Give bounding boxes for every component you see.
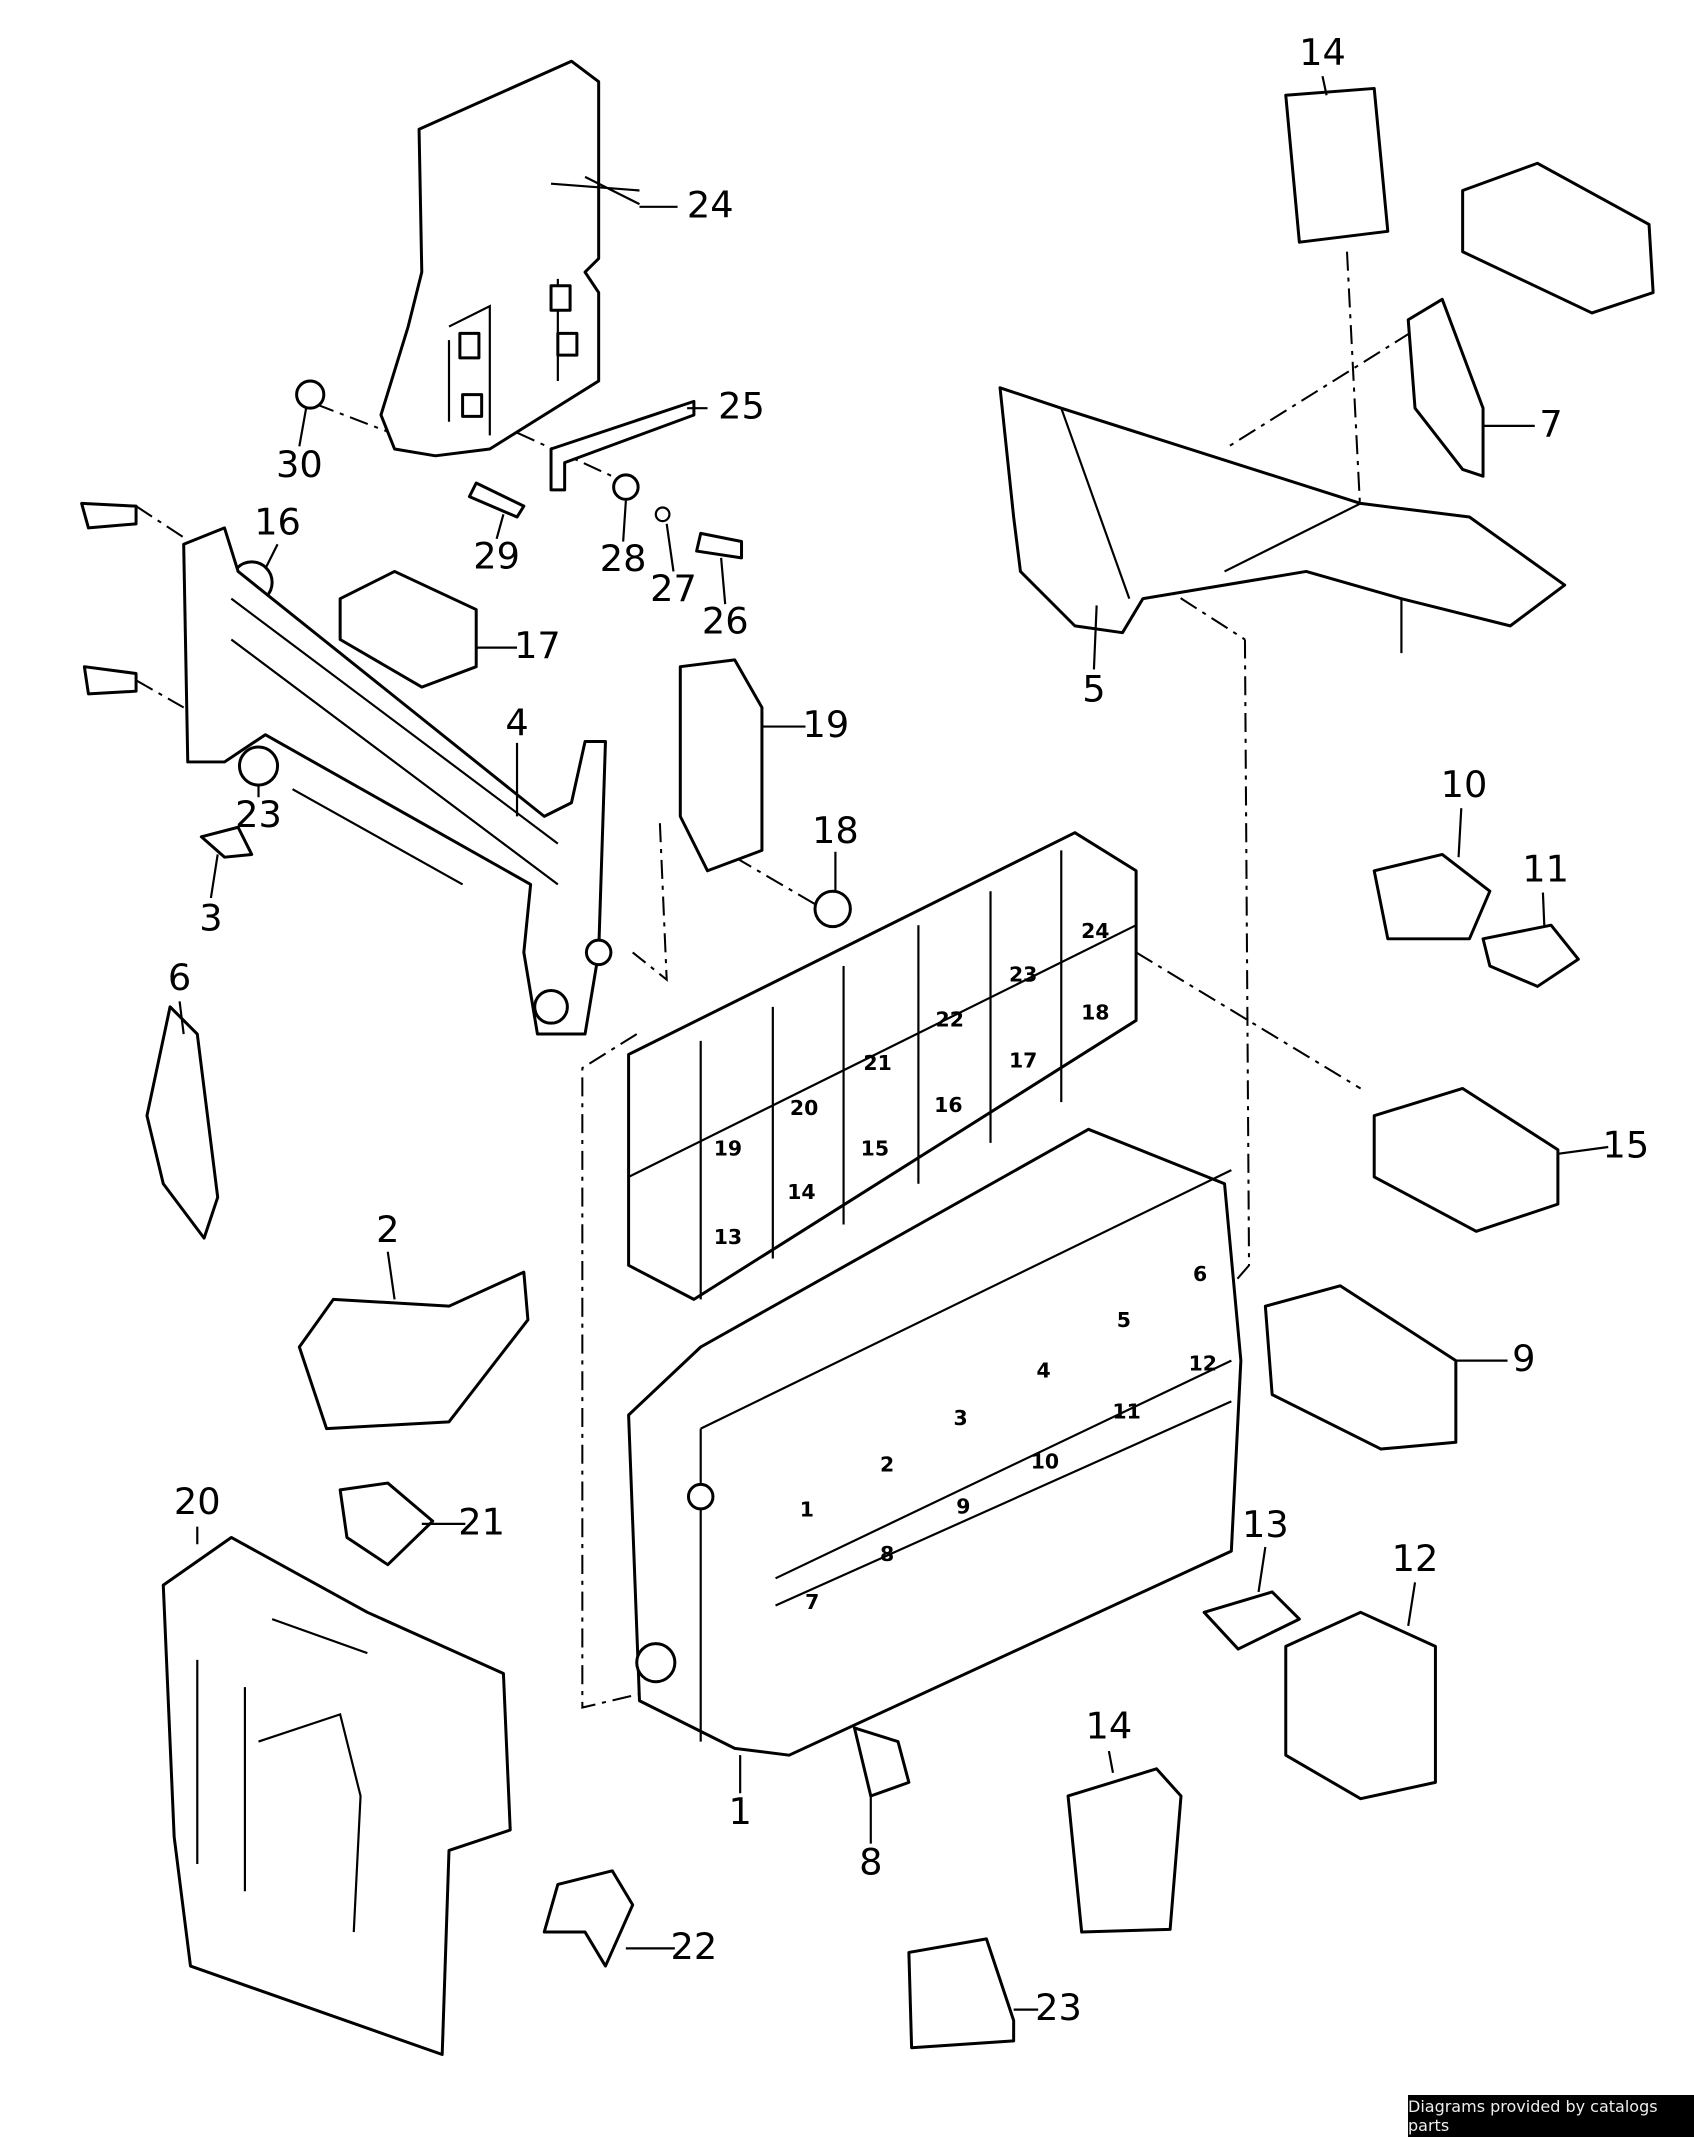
callout-6: 6 — [168, 956, 191, 999]
callout-27: 27 — [650, 567, 697, 610]
fuse-slot: 7 — [805, 1590, 819, 1614]
relay-slot: 13 — [714, 1225, 742, 1249]
fuse-slot: 9 — [956, 1495, 970, 1519]
callout-11: 11 — [1522, 847, 1569, 890]
callouts: 14 24 25 30 7 16 29 28 27 26 17 5 19 4 1… — [168, 31, 1649, 2029]
callout-10: 10 — [1441, 763, 1488, 806]
callout-3: 3 — [199, 896, 222, 939]
relay-slot: 18 — [1081, 1001, 1109, 1025]
relay-slot: 24 — [1081, 919, 1109, 943]
relay-slot: 19 — [714, 1137, 742, 1161]
relay-slot: 21 — [863, 1051, 891, 1075]
callout-13: 13 — [1242, 1503, 1289, 1546]
relay-block — [627, 831, 1138, 1301]
callout-15: 15 — [1603, 1123, 1650, 1166]
callout-28: 28 — [600, 537, 647, 580]
callout-26: 26 — [702, 600, 749, 643]
callout-17: 17 — [514, 624, 561, 667]
callout-16: 16 — [254, 500, 301, 543]
part-22-clip — [542, 1869, 635, 1968]
callout-25: 25 — [718, 385, 765, 428]
callout-20: 20 — [174, 1480, 221, 1523]
leader-lines — [178, 75, 1609, 2011]
fuse-slot: 10 — [1031, 1450, 1059, 1474]
callout-8: 8 — [859, 1841, 882, 1884]
part-2-holder — [297, 1270, 530, 1431]
callout-23: 23 — [235, 793, 282, 836]
callout-4: 4 — [505, 702, 528, 745]
fuse-slot: 3 — [953, 1406, 967, 1430]
callout-18: 18 — [812, 809, 859, 852]
callout-30: 30 — [276, 443, 323, 486]
callout-23-lower: 23 — [1035, 1986, 1082, 2029]
relay-slot: 15 — [861, 1137, 889, 1161]
part-17-holder — [338, 569, 478, 689]
callout-12: 12 — [1392, 1537, 1439, 1580]
callout-9: 9 — [1512, 1337, 1535, 1380]
fuse-slot: 6 — [1193, 1262, 1207, 1286]
fuse-slot: 1 — [800, 1497, 814, 1521]
fuse-slot-numbers: 1 2 3 4 5 6 7 8 9 10 11 12 — [800, 1262, 1217, 1614]
part-19-connector — [678, 658, 764, 873]
part-6-clip — [145, 1005, 220, 1240]
fuse-slot: 11 — [1112, 1399, 1140, 1423]
callout-14-lower: 14 — [1086, 1704, 1133, 1747]
fuse-slot: 5 — [1117, 1308, 1131, 1332]
callout-19: 19 — [803, 703, 850, 746]
fuse-slot: 8 — [880, 1542, 894, 1566]
relay-slot-numbers: 13 14 15 16 17 18 19 20 21 22 23 24 — [714, 919, 1110, 1249]
fuse-slot: 2 — [880, 1452, 894, 1476]
relay-slot: 14 — [787, 1180, 815, 1204]
callout-7: 7 — [1539, 402, 1562, 445]
callout-2: 2 — [376, 1208, 399, 1251]
fuse-slot: 4 — [1036, 1358, 1050, 1382]
part-4-support-bar — [182, 526, 613, 1036]
callout-24: 24 — [687, 183, 734, 226]
callout-21: 21 — [458, 1500, 505, 1543]
callout-14: 14 — [1299, 31, 1346, 74]
relay-slot: 16 — [934, 1093, 962, 1117]
relay-slot: 17 — [1009, 1048, 1037, 1072]
diagram-credit-banner: Diagrams provided by catalogs parts — [1408, 2095, 1694, 2137]
part-24-bracket — [379, 59, 640, 458]
part-20-cover — [161, 1535, 512, 2057]
part-1-central-electrics — [627, 1127, 1243, 1757]
part-25-strip — [549, 399, 696, 492]
fuse-slot: 12 — [1189, 1352, 1217, 1376]
part-3-clip — [199, 825, 254, 859]
callout-1: 1 — [728, 1790, 751, 1833]
relay-slot: 23 — [1009, 963, 1037, 987]
relay-slot: 20 — [790, 1096, 818, 1120]
relays-right — [852, 86, 1655, 2050]
callout-5: 5 — [1082, 668, 1105, 711]
part-21-clip — [338, 1481, 435, 1567]
callout-29: 29 — [473, 534, 520, 577]
relay-slot: 22 — [936, 1007, 964, 1031]
callout-22: 22 — [671, 1925, 718, 1968]
part-5-bracket — [998, 297, 1567, 654]
